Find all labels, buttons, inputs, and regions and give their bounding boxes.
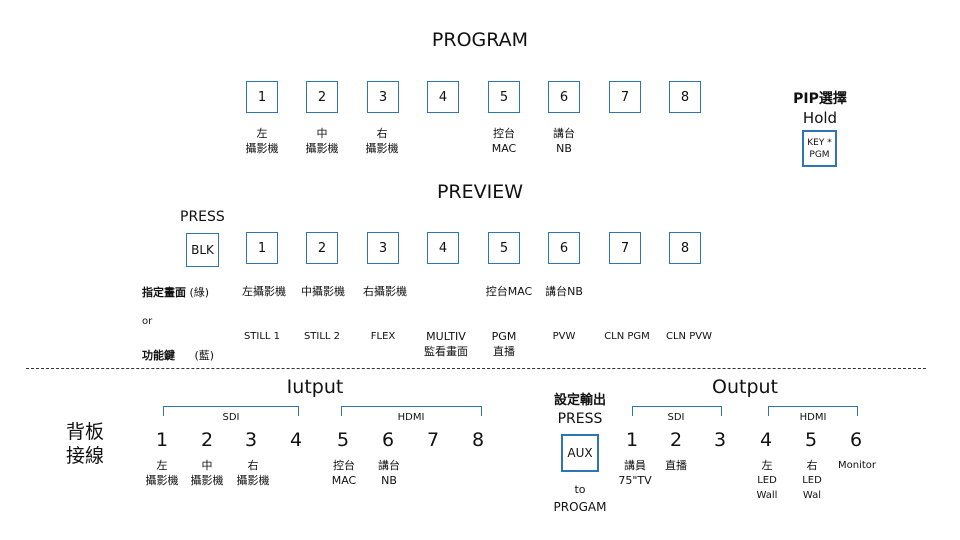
output-sdi-bracket — [632, 406, 722, 416]
preview-button-6[interactable]: 6 — [548, 232, 580, 264]
preview-func-label-6: PVW — [552, 331, 576, 342]
backpanel-label: 背板 接線 — [66, 421, 105, 467]
output-label-6: Monitor — [837, 460, 876, 471]
program-title: PROGRAM — [431, 29, 529, 51]
preview-assign-label-5: 控台MAC — [485, 285, 533, 298]
output-number-5: 5 — [804, 429, 818, 451]
program-button-5[interactable]: 5 — [488, 81, 520, 113]
aux-to-label: to — [574, 483, 586, 496]
input-number-5: 5 — [336, 429, 350, 451]
section-divider — [26, 368, 926, 369]
output-hdmi-label: HDMI — [799, 412, 827, 423]
legend-assign: 指定畫面 (綠) — [142, 284, 209, 300]
input-number-4: 4 — [289, 429, 303, 451]
preview-func-label-1: STILL 1 — [243, 331, 281, 342]
legend-or: or — [142, 316, 153, 327]
preview-assign-label-1: 左攝影機 — [242, 285, 286, 298]
pip-title: PIP選擇 — [793, 91, 847, 107]
set-output-label: 設定輸出 — [553, 393, 606, 408]
output-number-1: 1 — [625, 429, 639, 451]
pip-hold-label: Hold — [802, 109, 838, 127]
aux-progam-label: PROGAM — [553, 500, 607, 514]
preview-button-5[interactable]: 5 — [488, 232, 520, 264]
preview-button-1[interactable]: 1 — [246, 232, 278, 264]
program-label-1: 左攝影機 — [245, 127, 279, 155]
input-number-3: 3 — [244, 429, 258, 451]
program-button-4[interactable]: 4 — [427, 81, 459, 113]
preview-func-label-2: STILL 2 — [303, 331, 341, 342]
legend-func-color: (藍) — [194, 349, 215, 362]
output-title: Output — [712, 376, 778, 398]
preview-assign-label-6: 講台NB — [545, 285, 583, 298]
aux-button[interactable]: AUX — [561, 434, 599, 472]
output-number-2: 2 — [669, 429, 683, 451]
preview-func-label-8: CLN PVW — [666, 331, 712, 342]
pip-key-label: KEY * — [807, 137, 832, 148]
input-label-1: 左攝影機 — [145, 459, 179, 487]
program-button-3[interactable]: 3 — [367, 81, 399, 113]
input-label-2: 中攝影機 — [190, 459, 224, 487]
output-sdi-label: SDI — [667, 412, 685, 423]
input-sdi-bracket — [163, 406, 299, 416]
preview-func-label-7: CLN PGM — [604, 331, 650, 342]
input-hdmi-bracket — [341, 406, 482, 416]
aux-press-label: PRESS — [557, 411, 603, 427]
program-button-1[interactable]: 1 — [246, 81, 278, 113]
input-sdi-label: SDI — [222, 412, 240, 423]
preview-assign-label-2: 中攝影機 — [301, 285, 345, 298]
legend-assign-color: (綠) — [189, 286, 210, 299]
input-number-2: 2 — [200, 429, 214, 451]
preview-button-2[interactable]: 2 — [306, 232, 338, 264]
program-button-6[interactable]: 6 — [548, 81, 580, 113]
preview-button-7[interactable]: 7 — [609, 232, 641, 264]
preview-title: PREVIEW — [436, 181, 524, 203]
pip-pgm-label: PGM — [809, 149, 830, 160]
input-number-1: 1 — [155, 429, 169, 451]
output-number-3: 3 — [713, 429, 727, 451]
program-label-2: 中攝影機 — [305, 127, 339, 155]
legend-func-label: 功能鍵 — [142, 349, 175, 362]
blk-button[interactable]: BLK — [186, 233, 219, 267]
program-label-3: 右攝影機 — [365, 127, 399, 155]
preview-assign-label-3: 右攝影機 — [363, 285, 407, 298]
output-hdmi-bracket — [768, 406, 858, 416]
legend-func: 功能鍵 (藍) — [142, 347, 214, 363]
program-button-8[interactable]: 8 — [669, 81, 701, 113]
input-number-6: 6 — [381, 429, 395, 451]
input-number-8: 8 — [471, 429, 485, 451]
input-hdmi-label: HDMI — [397, 412, 425, 423]
legend-assign-label: 指定畫面 — [142, 286, 186, 299]
program-button-7[interactable]: 7 — [609, 81, 641, 113]
output-number-4: 4 — [759, 429, 773, 451]
input-title: Iutput — [286, 376, 344, 398]
input-label-3: 右攝影機 — [236, 459, 270, 487]
program-button-2[interactable]: 2 — [306, 81, 338, 113]
output-number-6: 6 — [849, 429, 863, 451]
preview-button-3[interactable]: 3 — [367, 232, 399, 264]
pip-key-pgm-button[interactable]: KEY * PGM — [802, 130, 837, 167]
input-number-7: 7 — [426, 429, 440, 451]
preview-button-4[interactable]: 4 — [427, 232, 459, 264]
output-label-2: 直播 — [665, 459, 687, 472]
preview-button-8[interactable]: 8 — [669, 232, 701, 264]
preview-func-label-3: FLEX — [370, 331, 396, 342]
preview-press-label: PRESS — [180, 209, 225, 225]
